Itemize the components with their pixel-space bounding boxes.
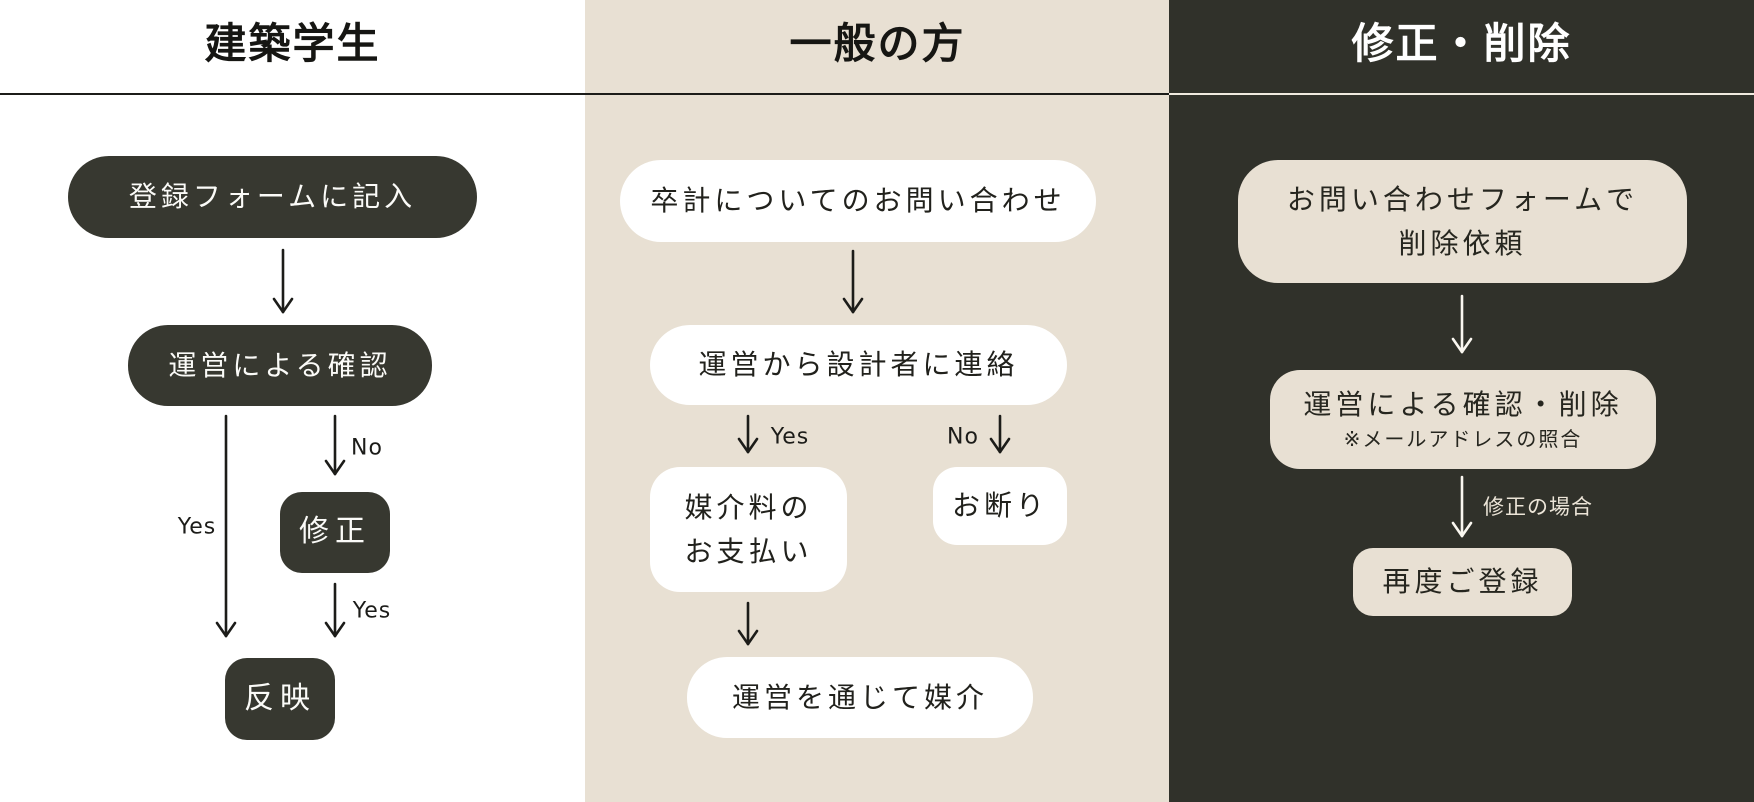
column-title-revision: 修正・削除: [1351, 19, 1572, 68]
node-admin-check-label: 運営による確認: [168, 348, 392, 382]
node-deletion-request: お問い合わせフォームで 削除依頼: [1238, 160, 1687, 283]
node-fee-payment-line2: お支払い: [684, 534, 813, 568]
node-fee-payment: 媒介料の お支払い: [650, 467, 847, 592]
node-mediation: 運営を通じて媒介: [687, 657, 1033, 738]
label-yes-approved: Yes: [177, 514, 217, 540]
node-decline-label: お断り: [951, 489, 1048, 523]
label-yes-general: Yes: [770, 424, 810, 450]
node-register-form: 登録フォームに記入: [68, 156, 477, 238]
node-admin-verify-delete: 運営による確認・削除 ※メールアドレスの照合: [1270, 370, 1656, 469]
node-fee-payment-line1: 媒介料の: [684, 491, 813, 525]
label-yes-after-fix: Yes: [352, 598, 392, 624]
node-mediation-label: 運営を通じて媒介: [731, 680, 988, 714]
node-fix-label: 修正: [299, 514, 371, 550]
node-reregister: 再度ご登録: [1353, 548, 1572, 616]
column-title-general: 一般の方: [789, 19, 966, 68]
header-divider-light: [1169, 93, 1754, 95]
node-inquiry: 卒計についてのお問い合わせ: [620, 160, 1096, 242]
node-admin-check: 運営による確認: [128, 325, 432, 406]
label-no-general: No: [947, 424, 979, 450]
label-correction-case: 修正の場合: [1483, 495, 1593, 519]
node-admin-verify-delete-line1: 運営による確認・削除: [1303, 388, 1623, 422]
node-deletion-request-line2: 削除依頼: [1398, 226, 1527, 260]
column-title-students: 建築学生: [204, 19, 381, 68]
node-admin-verify-delete-note: ※メールアドレスの照合: [1343, 426, 1583, 451]
node-contact-designer: 運営から設計者に連絡: [650, 325, 1067, 405]
label-no-needs-fix: No: [351, 435, 383, 461]
node-contact-designer-label: 運営から設計者に連絡: [698, 348, 1019, 382]
node-publish: 反映: [225, 658, 335, 740]
node-register-form-label: 登録フォームに記入: [128, 180, 417, 214]
node-publish-label: 反映: [244, 680, 316, 716]
node-reregister-label: 再度ご登録: [1382, 565, 1543, 599]
header-divider-dark: [0, 93, 1169, 95]
node-inquiry-label: 卒計についてのお問い合わせ: [650, 184, 1066, 218]
node-fix: 修正: [280, 492, 390, 573]
node-deletion-request-line1: お問い合わせフォームで: [1286, 183, 1639, 217]
node-decline: お断り: [933, 467, 1067, 545]
